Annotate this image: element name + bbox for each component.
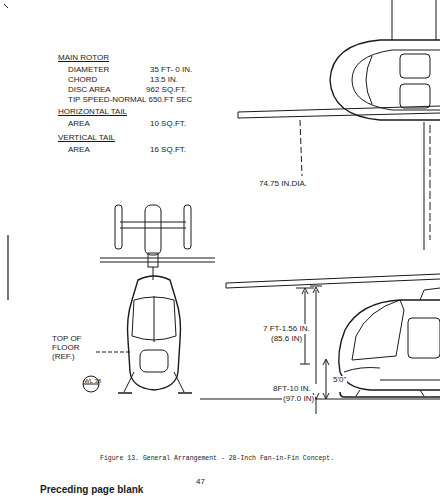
spec-name: DISC AREA xyxy=(68,86,111,95)
section-heading: VERTICAL TAIL xyxy=(58,134,115,143)
dimension-label: 8FT-10 IN. xyxy=(272,385,312,394)
page-note: Preceding page blank xyxy=(40,484,143,495)
front-view xyxy=(83,205,215,393)
section-heading: HORIZONTAL TAIL xyxy=(58,108,127,117)
spec-name: AREA xyxy=(68,120,90,129)
spec-name: DIAMETER xyxy=(68,66,109,75)
reference-label: TOP OF FLOOR (REF.) xyxy=(52,335,96,361)
spec-value: 16 SQ.FT. xyxy=(150,146,186,155)
spec-name: TIP SPEED-NORMAL 650.FT SEC xyxy=(68,96,192,105)
spec-value: 962 SQ.FT. xyxy=(146,86,186,95)
corner-mark xyxy=(4,4,8,8)
plan-view xyxy=(238,0,440,250)
spec-value: 35 FT- 0 IN. xyxy=(150,66,192,75)
spec-value: 10 SQ.FT. xyxy=(150,120,186,129)
dimension-label: (97.0 IN) xyxy=(282,395,315,404)
margin-mark xyxy=(7,235,8,300)
section-heading: MAIN ROTOR xyxy=(58,54,109,63)
dimension-label: (85.6 IN) xyxy=(270,335,303,344)
spec-name: AREA xyxy=(68,146,90,155)
figure-caption: Figure 13. General Arrangement - 28-Inch… xyxy=(100,455,334,462)
dimension-label: 74.75 IN.DIA. xyxy=(258,180,308,189)
page-number: 47 xyxy=(196,478,205,487)
spec-name: CHORD xyxy=(68,76,97,85)
spec-value: 13.5 IN. xyxy=(150,76,178,85)
dimension-label: 7 FT-1.56 IN. xyxy=(262,325,311,334)
side-view xyxy=(200,274,440,414)
dimension-label: 5'0" xyxy=(332,376,347,385)
waterline-symbol: WL 38 xyxy=(84,378,101,385)
